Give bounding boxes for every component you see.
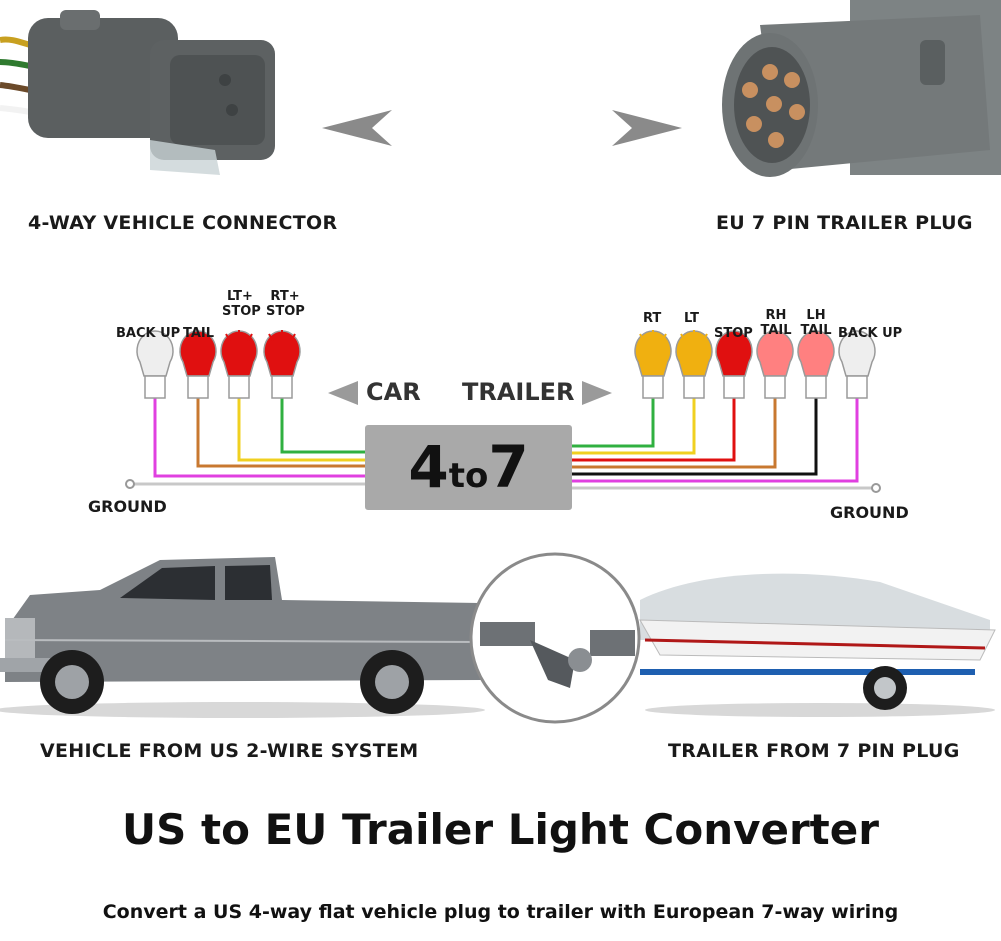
car-side-wires bbox=[125, 398, 365, 489]
ground-right-label: GROUND bbox=[830, 503, 909, 522]
car-label-rt-stop: RT+ STOP bbox=[266, 289, 305, 319]
converter-box bbox=[365, 425, 572, 510]
arrow-right-icon bbox=[612, 110, 682, 146]
page-title: US to EU Trailer Light Converter bbox=[122, 805, 879, 854]
converter-label: 4 to 7 bbox=[365, 425, 572, 510]
vehicle-caption: VEHICLE FROM US 2-WIRE SYSTEM bbox=[40, 740, 419, 762]
trailer-label-lh-tail: LH TAIL bbox=[800, 308, 832, 338]
trailer-label-lh-line2: TAIL bbox=[800, 323, 832, 338]
pickup-truck-image bbox=[0, 557, 485, 718]
converter-label-to: to bbox=[448, 456, 489, 496]
trailer-label-stop: STOP bbox=[714, 326, 753, 341]
trailer-side-wires bbox=[572, 398, 881, 493]
car-direction-label: CAR bbox=[366, 378, 421, 406]
glow-marks-trailer bbox=[639, 330, 708, 342]
car-label-rt-line2: STOP bbox=[266, 304, 305, 319]
four-way-connector-image bbox=[0, 10, 275, 175]
car-label-lt-line2: STOP bbox=[222, 304, 261, 319]
trailer-bulbs bbox=[634, 330, 876, 399]
car-label-tail: TAIL bbox=[183, 326, 215, 341]
car-label-rt-line1: RT+ bbox=[270, 289, 300, 304]
trailer-direction-label: TRAILER bbox=[462, 378, 575, 406]
car-arrow-icon bbox=[328, 381, 358, 405]
trailer-label-back-up: BACK UP bbox=[838, 326, 903, 341]
trailer-plug-caption: EU 7 PIN TRAILER PLUG bbox=[716, 212, 973, 234]
trailer-label-rh-line2: TAIL bbox=[760, 323, 792, 338]
trailer-label-lh-line1: LH bbox=[806, 308, 826, 323]
glow-marks bbox=[225, 330, 296, 342]
car-label-lt-line1: LT+ bbox=[227, 289, 253, 304]
trailer-label-lt: LT bbox=[684, 311, 699, 326]
trailer-label-rh-line1: RH bbox=[765, 308, 787, 323]
trailer-label-rh-tail: RH TAIL bbox=[760, 308, 792, 338]
boat-trailer-image bbox=[639, 573, 996, 717]
eu-seven-pin-plug-image bbox=[722, 0, 1001, 177]
trailer-arrow-icon bbox=[582, 381, 612, 405]
arrow-left-icon bbox=[322, 110, 392, 146]
car-bulbs bbox=[136, 330, 301, 399]
converter-label-from: 4 bbox=[408, 433, 449, 501]
page-subtitle: Convert a US 4-way flat vehicle plug to … bbox=[102, 901, 899, 923]
vehicle-connector-caption: 4-WAY VEHICLE CONNECTOR bbox=[28, 212, 338, 234]
ground-left-label: GROUND bbox=[88, 497, 167, 516]
trailer-label-rt: RT bbox=[643, 311, 662, 326]
converter-label-target: 7 bbox=[488, 433, 529, 501]
hitch-closeup-image bbox=[469, 552, 641, 724]
car-label-back-up: BACK UP bbox=[116, 326, 181, 341]
car-label-lt-stop: LT+ STOP bbox=[222, 289, 261, 319]
trailer-caption: TRAILER FROM 7 PIN PLUG bbox=[668, 740, 960, 762]
